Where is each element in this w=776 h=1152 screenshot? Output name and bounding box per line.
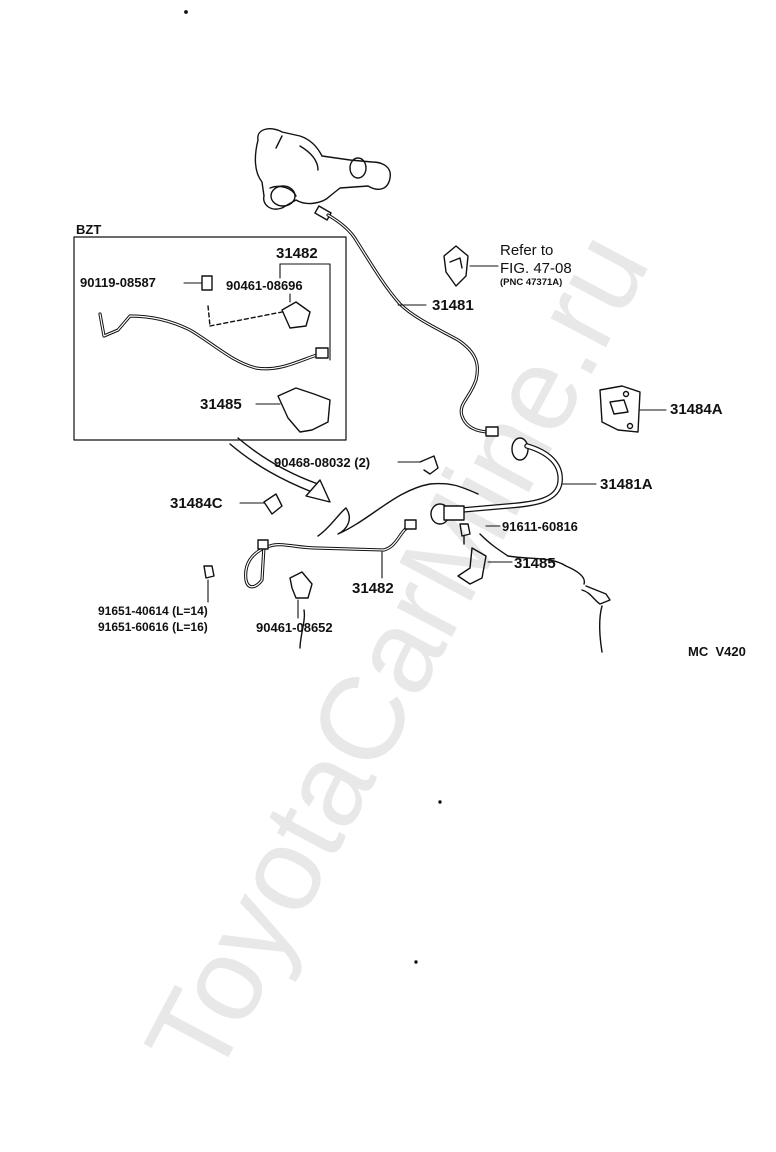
clamp-90461-08652 bbox=[289, 571, 313, 599]
label-refer-fig: FIG. 47-08 bbox=[500, 260, 572, 277]
bracket-refer-fig47 bbox=[443, 245, 469, 287]
label-31485-main: 31485 bbox=[514, 555, 556, 572]
clip-90468 bbox=[419, 455, 439, 475]
label-90119-08587: 90119-08587 bbox=[80, 275, 156, 290]
bracket-31484a bbox=[599, 385, 641, 433]
label-31482-inset: 31482 bbox=[276, 245, 318, 262]
inset-bracket-31485 bbox=[277, 387, 331, 433]
clip-31484c bbox=[263, 493, 283, 515]
label-90468-08032: 90468-08032 (2) bbox=[274, 455, 371, 470]
figure-code-label: MC V420 bbox=[688, 644, 746, 659]
clutch-tube-31482 bbox=[244, 524, 412, 589]
inset-clamp bbox=[281, 301, 311, 329]
inset-bolt-90119 bbox=[201, 275, 213, 291]
clutch-hose-31481a bbox=[430, 437, 563, 525]
label-31485-inset: 31485 bbox=[200, 396, 242, 413]
inset-title-label: BZT bbox=[76, 222, 102, 237]
label-31484a: 31484A bbox=[670, 401, 723, 418]
label-31484c: 31484C bbox=[170, 495, 223, 512]
leader-lines bbox=[183, 263, 667, 619]
bracket-31485-main bbox=[457, 547, 487, 585]
inset-frame bbox=[73, 236, 347, 441]
label-refer-to: Refer to bbox=[500, 242, 554, 259]
label-31481a: 31481A bbox=[600, 476, 653, 493]
label-90461-08652: 90461-08652 bbox=[256, 620, 333, 635]
label-31481: 31481 bbox=[432, 297, 474, 314]
inset-pointer-arrow bbox=[229, 437, 331, 503]
label-91611-60816: 91611-60816 bbox=[502, 519, 578, 534]
bolt-91611 bbox=[459, 523, 471, 545]
bolt-91651 bbox=[203, 565, 215, 579]
master-cylinder-drawing bbox=[254, 128, 391, 221]
label-refer-pnc: (PNC 47371A) bbox=[500, 277, 563, 288]
label-91651-60616: 91651-60616 (L=16) bbox=[98, 620, 208, 634]
label-91651-40614: 91651-40614 (L=14) bbox=[98, 604, 208, 618]
label-31482-main: 31482 bbox=[352, 580, 394, 597]
label-90461-08696: 90461-08696 bbox=[226, 278, 303, 293]
